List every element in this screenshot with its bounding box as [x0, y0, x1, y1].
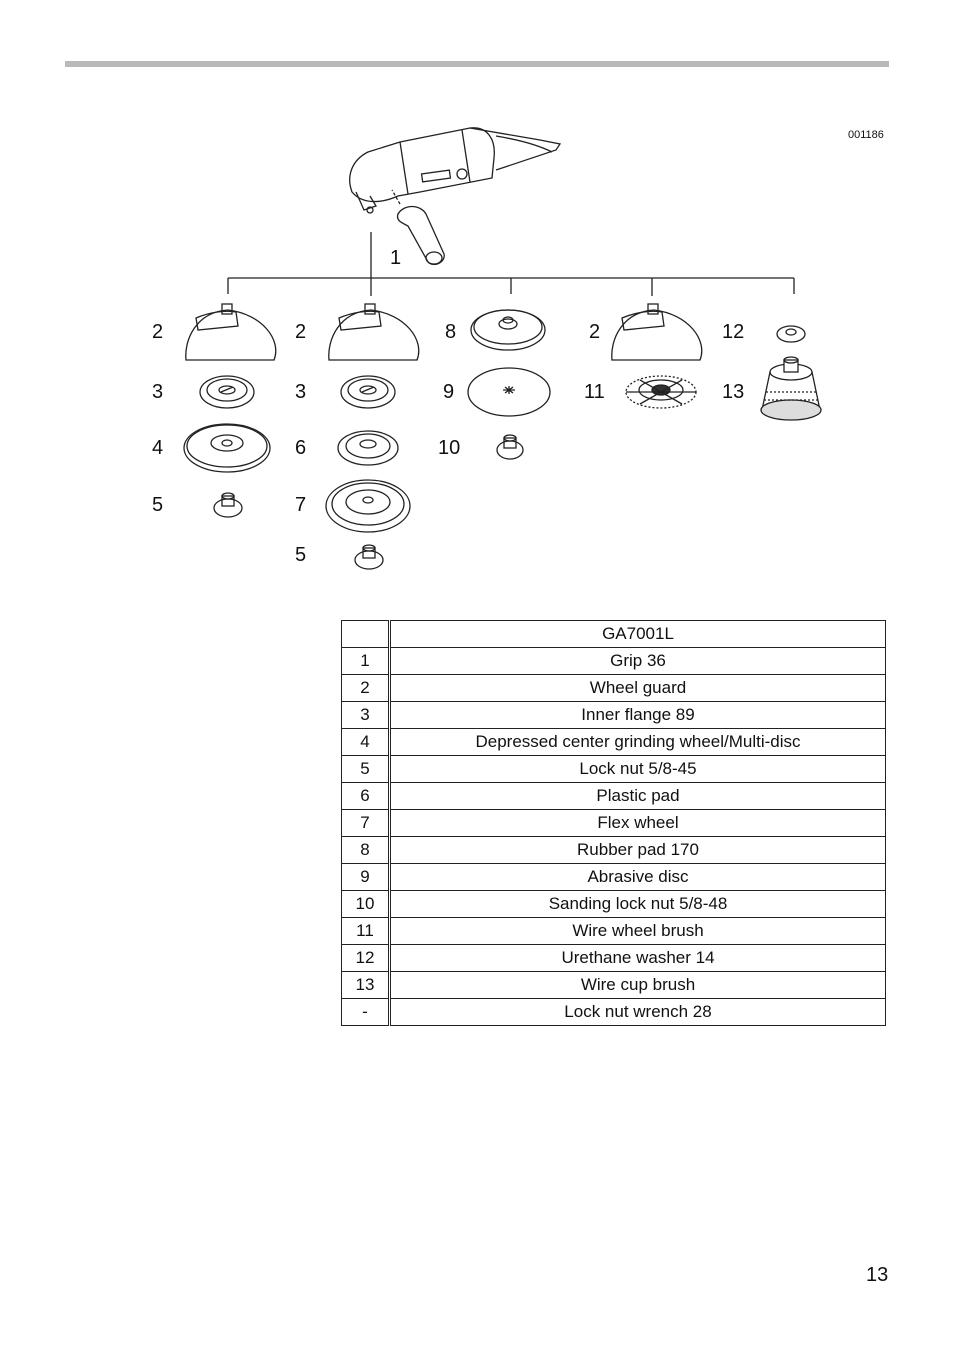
- callout-number: 2: [589, 321, 601, 343]
- item-description: Wire wheel brush: [389, 917, 886, 945]
- header-rule: [65, 61, 889, 67]
- callout-number: 10: [438, 437, 461, 459]
- table-row: -Lock nut wrench 28: [341, 998, 886, 1026]
- callout-number: 1: [390, 247, 402, 269]
- item-description: Sanding lock nut 5/8-48: [389, 890, 886, 918]
- callout-number: 2: [295, 321, 307, 343]
- wheel-guard-illustration: [328, 303, 420, 361]
- lock-nut-illustration: [213, 492, 243, 518]
- item-number: 13: [341, 971, 391, 999]
- callout-number: 3: [295, 381, 307, 403]
- inner-flange-illustration: [340, 375, 396, 409]
- callout-number: 5: [152, 494, 164, 516]
- callout-number: 4: [152, 437, 164, 459]
- item-description: Rubber pad 170: [389, 836, 886, 864]
- item-description: Grip 36: [389, 647, 886, 675]
- item-number: 11: [341, 917, 391, 945]
- wire-cup-brush-illustration: [760, 356, 822, 421]
- wheel-guard-illustration: [185, 303, 277, 361]
- grinding-wheel-illustration: [183, 423, 271, 473]
- plastic-pad-illustration: [337, 430, 399, 466]
- model-header: GA7001L: [389, 620, 886, 648]
- callout-number: 9: [443, 381, 455, 403]
- item-description: Lock nut wrench 28: [389, 998, 886, 1026]
- callout-number: 12: [722, 321, 745, 343]
- item-description: Flex wheel: [389, 809, 886, 837]
- urethane-washer-illustration: [776, 325, 806, 343]
- item-number: 5: [341, 755, 391, 783]
- callout-number: 3: [152, 381, 164, 403]
- item-number: 2: [341, 674, 391, 702]
- sanding-lock-nut-illustration: [496, 434, 524, 460]
- callout-number: 11: [584, 381, 605, 403]
- callout-number: 7: [295, 494, 307, 516]
- item-number: 12: [341, 944, 391, 972]
- abrasive-disc-illustration: [467, 367, 551, 417]
- inner-flange-illustration: [199, 375, 255, 409]
- figure-code: 001186: [848, 129, 884, 141]
- item-description: Plastic pad: [389, 782, 886, 810]
- item-number: -: [341, 998, 391, 1026]
- item-number: 3: [341, 701, 391, 729]
- accessory-diagram: [183, 127, 822, 570]
- wheel-guard-illustration: [611, 303, 703, 361]
- table-header-row: GA7001L: [341, 620, 886, 648]
- callout-number: 8: [445, 321, 457, 343]
- page-number: 13: [866, 1264, 889, 1286]
- item-description: Wheel guard: [389, 674, 886, 702]
- item-description: Depressed center grinding wheel/Multi-di…: [389, 728, 886, 756]
- item-number: 9: [341, 863, 391, 891]
- callout-number: 5: [295, 544, 307, 566]
- item-number: 1: [341, 647, 391, 675]
- flex-wheel-illustration: [325, 479, 411, 533]
- lock-nut-illustration: [354, 544, 384, 570]
- item-number: 10: [341, 890, 391, 918]
- callout-number: 6: [295, 437, 307, 459]
- item-number: 7: [341, 809, 391, 837]
- rubber-pad-illustration: [470, 309, 546, 351]
- angle-grinder-illustration: [227, 127, 795, 296]
- item-description: Urethane washer 14: [389, 944, 886, 972]
- item-description: Wire cup brush: [389, 971, 886, 999]
- header-empty-cell: [341, 620, 391, 648]
- callout-number: 13: [722, 381, 745, 403]
- item-number: 8: [341, 836, 391, 864]
- item-number: 6: [341, 782, 391, 810]
- callout-number: 2: [152, 321, 164, 343]
- item-description: Abrasive disc: [389, 863, 886, 891]
- item-number: 4: [341, 728, 391, 756]
- item-description: Inner flange 89: [389, 701, 886, 729]
- wire-wheel-brush-illustration: [625, 375, 697, 409]
- item-description: Lock nut 5/8-45: [389, 755, 886, 783]
